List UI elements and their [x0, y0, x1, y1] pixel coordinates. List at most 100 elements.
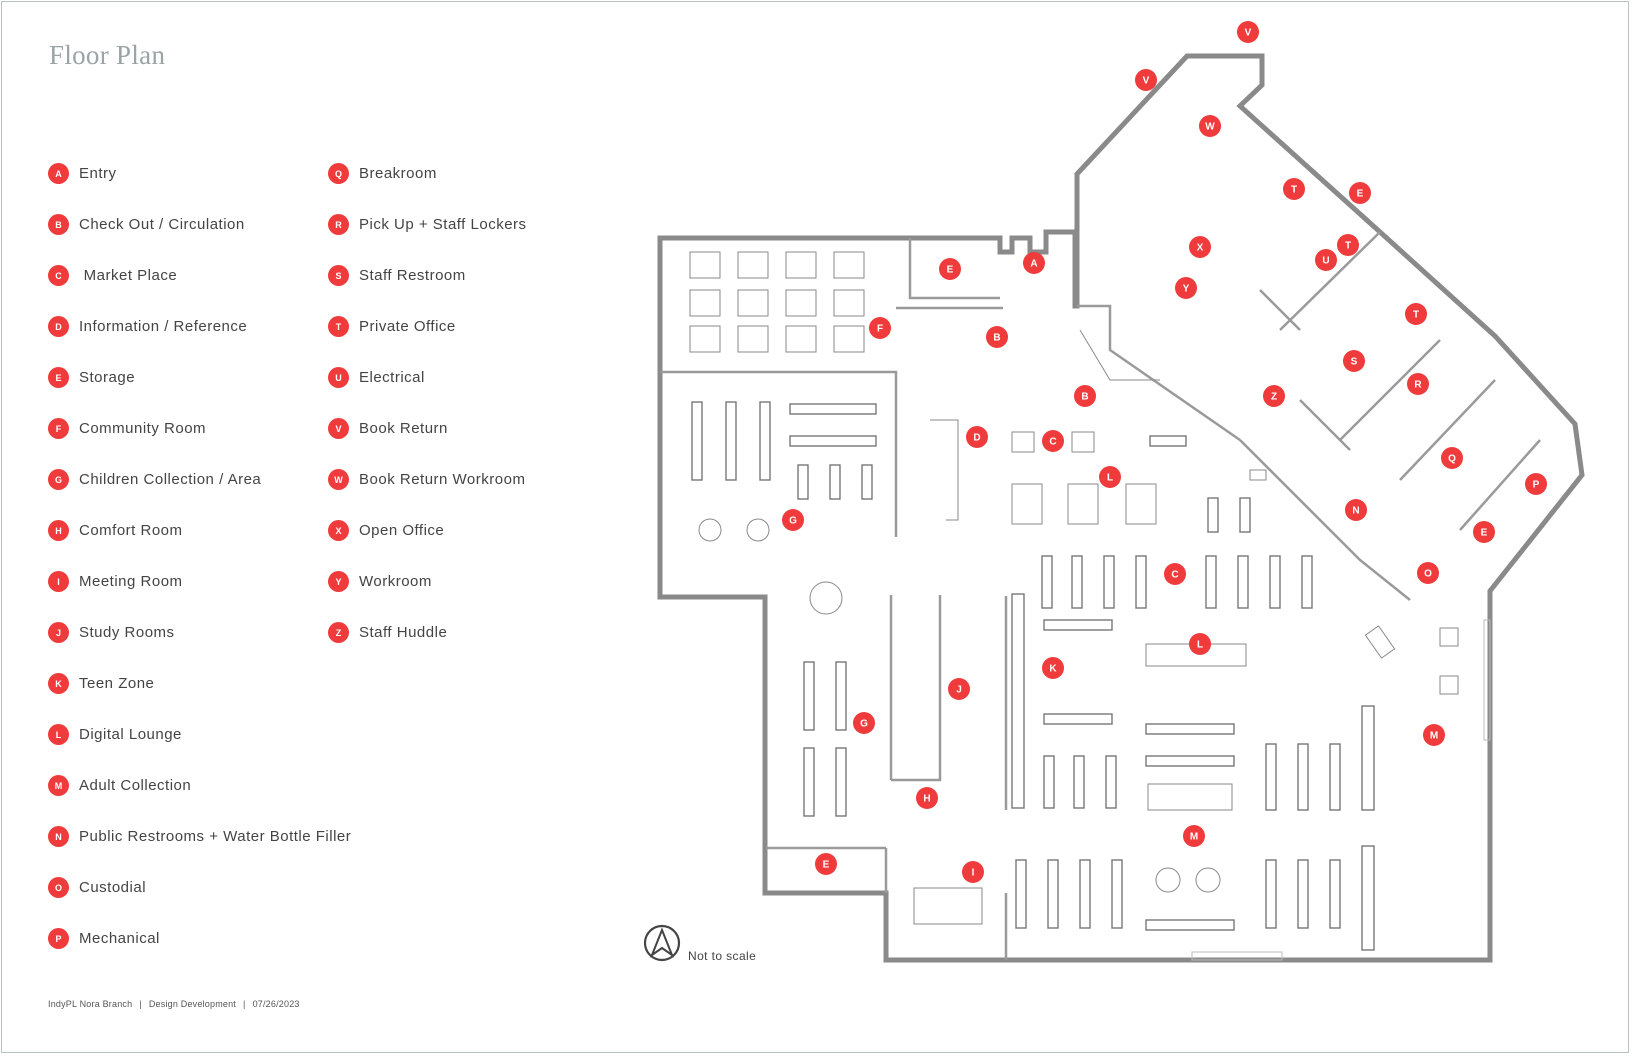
svg-text:T: T [1291, 185, 1297, 196]
legend-label: Mechanical [79, 930, 160, 947]
plan-marker-e: E [1349, 182, 1371, 204]
legend-badge: S [328, 265, 349, 286]
svg-text:E: E [947, 265, 954, 276]
svg-text:M: M [1430, 731, 1438, 742]
shelving [691, 401, 1375, 951]
legend-badge: G [48, 469, 69, 490]
legend-label: Information / Reference [79, 318, 248, 335]
exterior-walls [657, 53, 1585, 963]
legend-badge: D [48, 316, 69, 337]
plan-marker-k: K [1042, 657, 1064, 679]
furniture [689, 251, 1459, 925]
plan-marker-m: M [1423, 724, 1445, 746]
plan-marker-i: I [962, 861, 984, 883]
legend-badge: P [48, 928, 69, 949]
svg-text:Q: Q [1448, 454, 1456, 465]
plan-marker-l: L [1189, 633, 1211, 655]
legend-badge: B [48, 214, 69, 235]
legend-label: Teen Zone [79, 675, 155, 692]
legend-badge: L [48, 724, 69, 745]
legend-label: Public Restrooms + Water Bottle Filler [79, 828, 352, 845]
plan-marker-w: W [1199, 115, 1221, 137]
plan-marker-m: M [1183, 825, 1205, 847]
plan-marker-e: E [815, 853, 837, 875]
legend-label: Children Collection / Area [79, 471, 262, 488]
svg-text:Z: Z [1271, 392, 1277, 403]
legend-label: Digital Lounge [79, 726, 182, 743]
legend-label: Staff Huddle [359, 624, 448, 641]
svg-text:T: T [1413, 310, 1419, 321]
legend-label: Comfort Room [79, 522, 183, 539]
plan-marker-q: Q [1441, 447, 1463, 469]
plan-marker-b: B [986, 326, 1008, 348]
legend-badge: A [48, 163, 69, 184]
legend-item: Z Staff Huddle [328, 607, 527, 658]
legend-item: N Public Restrooms + Water Bottle Filler [48, 811, 351, 862]
plan-marker-b: B [1074, 385, 1096, 407]
north-arrow-icon [643, 924, 681, 962]
plan-marker-o: O [1417, 562, 1439, 584]
footer-date: 07/26/2023 [252, 999, 300, 1009]
legend-badge: Q [328, 163, 349, 184]
legend-label: Adult Collection [79, 777, 192, 794]
legend-badge: I [48, 571, 69, 592]
legend-badge: C [48, 265, 69, 286]
legend-label: Private Office [359, 318, 456, 335]
plan-marker-z: Z [1263, 385, 1285, 407]
legend-badge: N [48, 826, 69, 847]
legend-badge: T [328, 316, 349, 337]
plan-marker-e: E [939, 258, 961, 280]
legend-item: M Adult Collection [48, 760, 351, 811]
svg-text:W: W [1205, 122, 1215, 133]
svg-text:T: T [1345, 241, 1351, 252]
scale-note: Not to scale [688, 949, 757, 963]
svg-text:J: J [956, 685, 962, 696]
legend-badge: W [328, 469, 349, 490]
plan-marker-r: R [1407, 373, 1429, 395]
legend-badge: E [48, 367, 69, 388]
plan-marker-j: J [948, 678, 970, 700]
svg-text:R: R [1414, 380, 1422, 391]
footer-phase: Design Development [148, 999, 237, 1009]
plan-marker-s: S [1343, 350, 1365, 372]
legend-label: Custodial [79, 879, 147, 896]
svg-text:L: L [1197, 640, 1203, 651]
svg-text:M: M [1190, 832, 1198, 843]
svg-text:B: B [1081, 392, 1088, 403]
plan-marker-x: X [1189, 236, 1211, 258]
plan-marker-l: L [1099, 466, 1121, 488]
legend-badge: M [48, 775, 69, 796]
svg-text:K: K [1049, 664, 1057, 675]
svg-text:V: V [1143, 76, 1150, 87]
svg-text:G: G [789, 516, 797, 527]
svg-text:P: P [1533, 480, 1540, 491]
legend-badge: U [328, 367, 349, 388]
legend-badge: Z [328, 622, 349, 643]
footer-project: IndyPL Nora Branch [48, 999, 133, 1009]
legend-badge: X [328, 520, 349, 541]
svg-text:B: B [993, 333, 1000, 344]
plan-marker-a: A [1023, 252, 1045, 274]
plan-marker-e: E [1473, 521, 1495, 543]
legend-badge: R [328, 214, 349, 235]
legend-item: P Mechanical [48, 913, 351, 964]
legend-label: Study Rooms [79, 624, 175, 641]
